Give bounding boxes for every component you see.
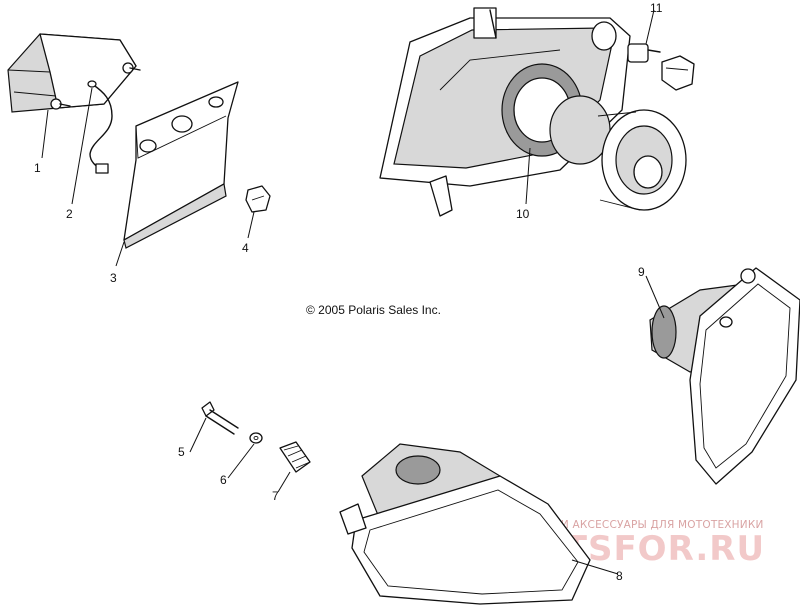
callout-4: 4: [242, 241, 249, 255]
leader-lines: [41, 9, 665, 575]
callout-6: 6: [220, 473, 227, 487]
side-headlight-icon: [649, 267, 800, 485]
callout-1: 1: [34, 161, 41, 175]
bulb-socket-icon: [627, 43, 695, 91]
callout-2: 2: [66, 207, 73, 221]
nut-icon: [245, 185, 271, 213]
callout-10: 10: [516, 207, 530, 221]
tail-light-housing-icon: [7, 33, 141, 113]
wire-harness-icon: [87, 80, 113, 174]
callout-11: 11: [650, 1, 663, 15]
callout-9: 9: [638, 265, 645, 279]
washer-icon: [249, 432, 263, 444]
copyright-notice: © 2005 Polaris Sales Inc.: [306, 303, 441, 317]
callout-5: 5: [178, 445, 185, 459]
bolt-icon: [201, 401, 239, 435]
headlight-assembly-icon: [339, 443, 591, 605]
license-plate-bracket-icon: [123, 81, 239, 249]
spring-icon: [279, 441, 311, 473]
callout-3: 3: [110, 271, 117, 285]
callout-labels: 1 2 3 4 5 6 7 8 9 10 11: [34, 1, 663, 583]
headlight-bulb-icon: [379, 7, 687, 217]
callout-7: 7: [272, 489, 279, 503]
callout-8: 8: [616, 569, 623, 583]
